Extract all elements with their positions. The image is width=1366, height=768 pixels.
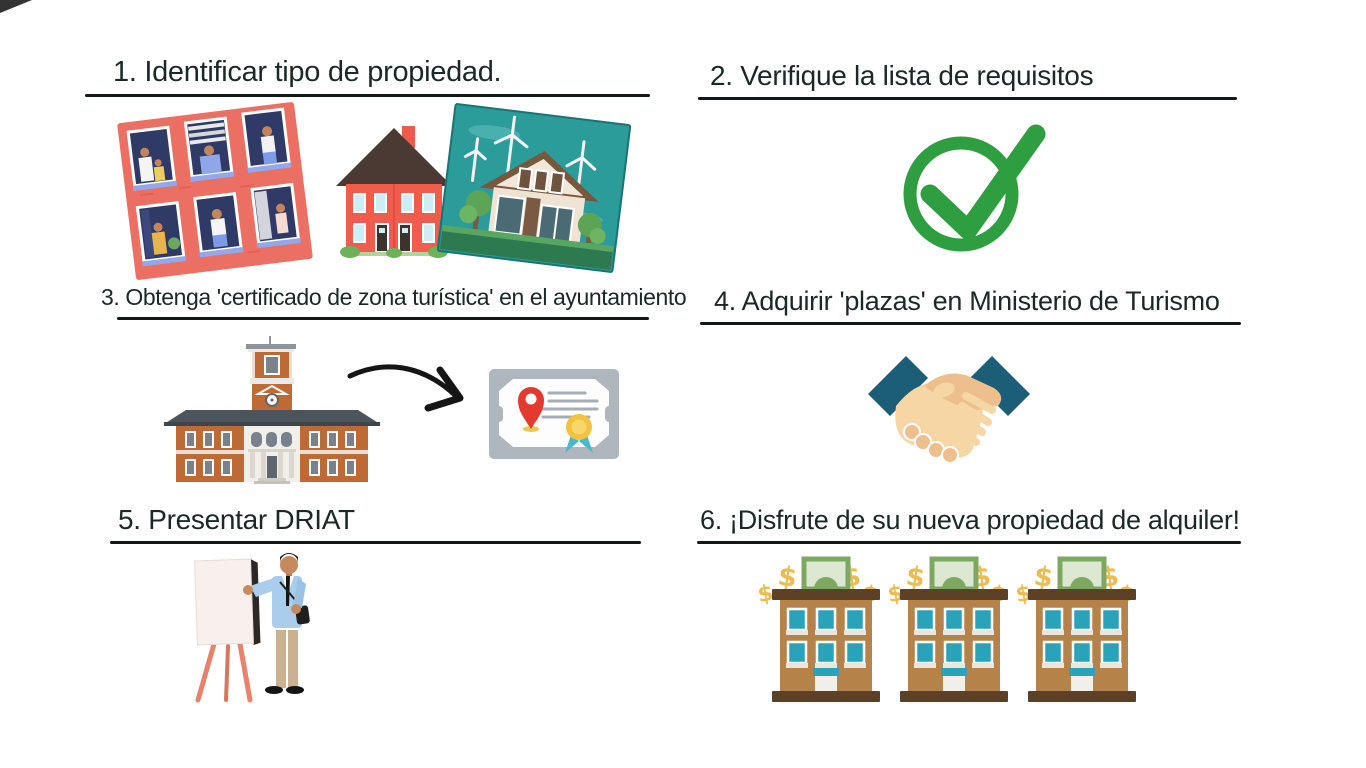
step-4-heading: 4. Adquirir 'plazas' en Ministerio de Tu…	[700, 286, 1241, 317]
step-3-heading-text: 3. Obtenga 'certificado de zona turístic…	[101, 284, 687, 310]
step-2-section: 2. Verifique la lista de requisitos	[698, 60, 1237, 100]
step-5-section: 5. Presentar DRIAT	[110, 504, 641, 544]
town-hall-icon	[164, 336, 380, 484]
red-house-art	[330, 122, 458, 262]
step-4-heading-text: 4. Adquirir 'plazas' en Ministerio de Tu…	[714, 286, 1220, 316]
step-5-heading-text: 5. Presentar DRIAT	[118, 504, 355, 535]
rental-building-money-icon	[1028, 556, 1136, 702]
rental-building-money-icon	[772, 556, 880, 702]
apartment-building-art	[110, 95, 319, 287]
step-5-heading: 5. Presentar DRIAT	[110, 504, 641, 536]
corner-artifact	[0, 0, 32, 13]
green-checkmark-art	[898, 118, 1048, 263]
step-4-underline	[700, 322, 1241, 325]
step-3-heading: 3. Obtenga 'certificado de zona turístic…	[95, 284, 687, 311]
presenter-art	[186, 548, 338, 708]
step-2-underline	[698, 97, 1237, 100]
green-checkmark-icon	[903, 124, 1046, 252]
step-3-underline	[117, 317, 649, 320]
step-6-section: 6. ¡Disfrute de su nueva propiedad de al…	[697, 505, 1241, 544]
eco-house-card-icon	[436, 103, 632, 273]
handshake-art	[866, 344, 1032, 476]
certificate-icon	[489, 369, 619, 459]
step-5-underline	[110, 541, 641, 544]
certificate-art	[487, 367, 621, 461]
apartment-building-icon	[117, 102, 313, 280]
rental-buildings-money-art: $ $ $ $ $ $ $ $ $ $ $ $	[750, 554, 1180, 704]
arrow-right-icon	[347, 364, 464, 412]
step-1-underline	[85, 94, 650, 97]
arrow-art	[344, 356, 472, 420]
presenter-easel-icon	[194, 553, 310, 703]
step-6-heading-text: 6. ¡Disfrute de su nueva propiedad de al…	[700, 505, 1240, 535]
step-1-section: 1. Identificar tipo de propiedad.	[85, 56, 650, 97]
step-1-heading-text: 1. Identificar tipo de propiedad.	[113, 56, 502, 88]
town-hall-art	[158, 336, 386, 488]
eco-house-card-art	[435, 102, 632, 275]
rental-building-money-icon	[900, 556, 1008, 702]
step-2-heading-text: 2. Verifique la lista de requisitos	[710, 60, 1094, 91]
step-1-heading: 1. Identificar tipo de propiedad.	[85, 56, 650, 89]
step-3-section: 3. Obtenga 'certificado de zona turístic…	[95, 284, 687, 320]
red-house-icon	[336, 126, 452, 258]
step-2-heading: 2. Verifique la lista de requisitos	[698, 60, 1237, 92]
step-6-underline	[697, 541, 1241, 544]
step-4-section: 4. Adquirir 'plazas' en Ministerio de Tu…	[700, 286, 1241, 325]
handshake-icon	[868, 356, 1030, 464]
step-6-heading: 6. ¡Disfrute de su nueva propiedad de al…	[697, 505, 1241, 536]
